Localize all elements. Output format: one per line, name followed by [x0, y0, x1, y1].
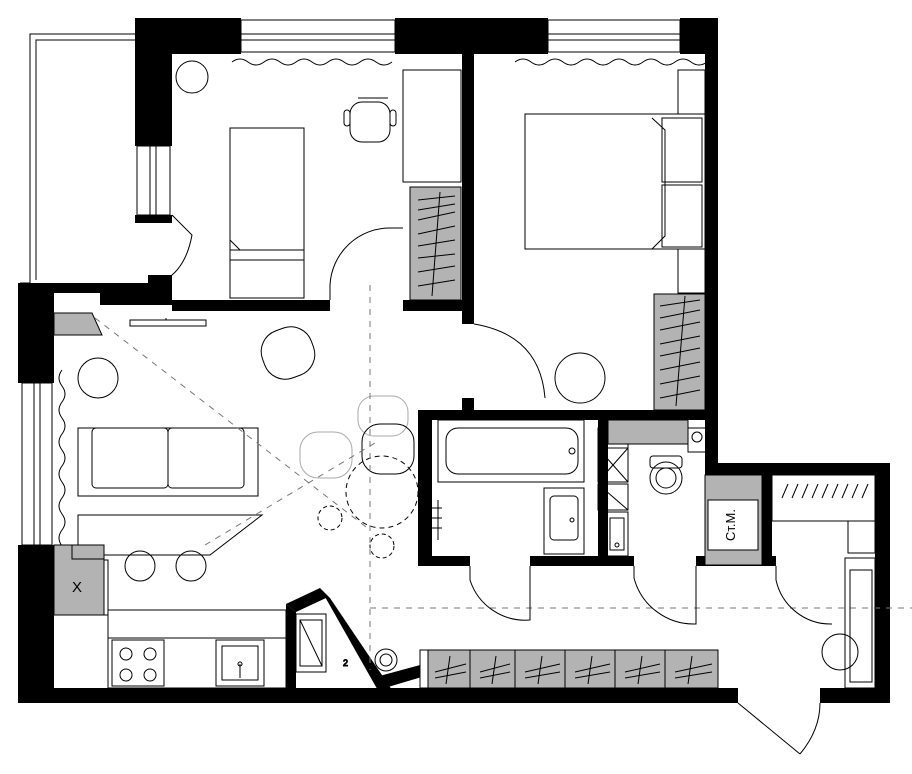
bathtub-icon: [437, 419, 585, 483]
wash-basin-icon: [543, 487, 585, 555]
bathroom: [432, 419, 585, 621]
dressing-room: [771, 474, 876, 689]
toilet-room: [607, 419, 707, 625]
guide-lines: [94, 285, 912, 670]
left-bedroom: [164, 60, 462, 301]
walls: [18, 18, 890, 703]
entrance-door: [737, 702, 821, 755]
door-swing-icon: [329, 227, 403, 300]
door-swing-icon: [473, 323, 546, 399]
utility-shaft: [597, 427, 629, 557]
ghost-chairs: [299, 395, 409, 479]
living-room: [53, 312, 316, 582]
kitchen: 2: [53, 544, 398, 689]
wash-basin-icon: [215, 639, 265, 687]
svg-text:2: 2: [343, 658, 348, 668]
door-swing-icon: [633, 566, 697, 625]
hallway-wardrobe: [419, 649, 719, 689]
door-swing-icon: [799, 702, 821, 755]
door-swing-icon: [469, 566, 531, 621]
toilet-icon: [649, 455, 683, 495]
windows: [21, 19, 681, 546]
rocking-chair: [317, 423, 419, 559]
door-swing-icon: [775, 566, 833, 625]
right-bedroom: [473, 69, 706, 411]
stove-icon: [111, 639, 165, 687]
meter-cabinet: Ст.М.: [704, 474, 763, 566]
x-mark-label: X: [72, 579, 82, 596]
chair-icon: [260, 326, 316, 380]
meter-cabinet-label: Ст.М.: [723, 509, 738, 541]
balcony: [20, 33, 135, 284]
chair-icon: [343, 97, 397, 143]
